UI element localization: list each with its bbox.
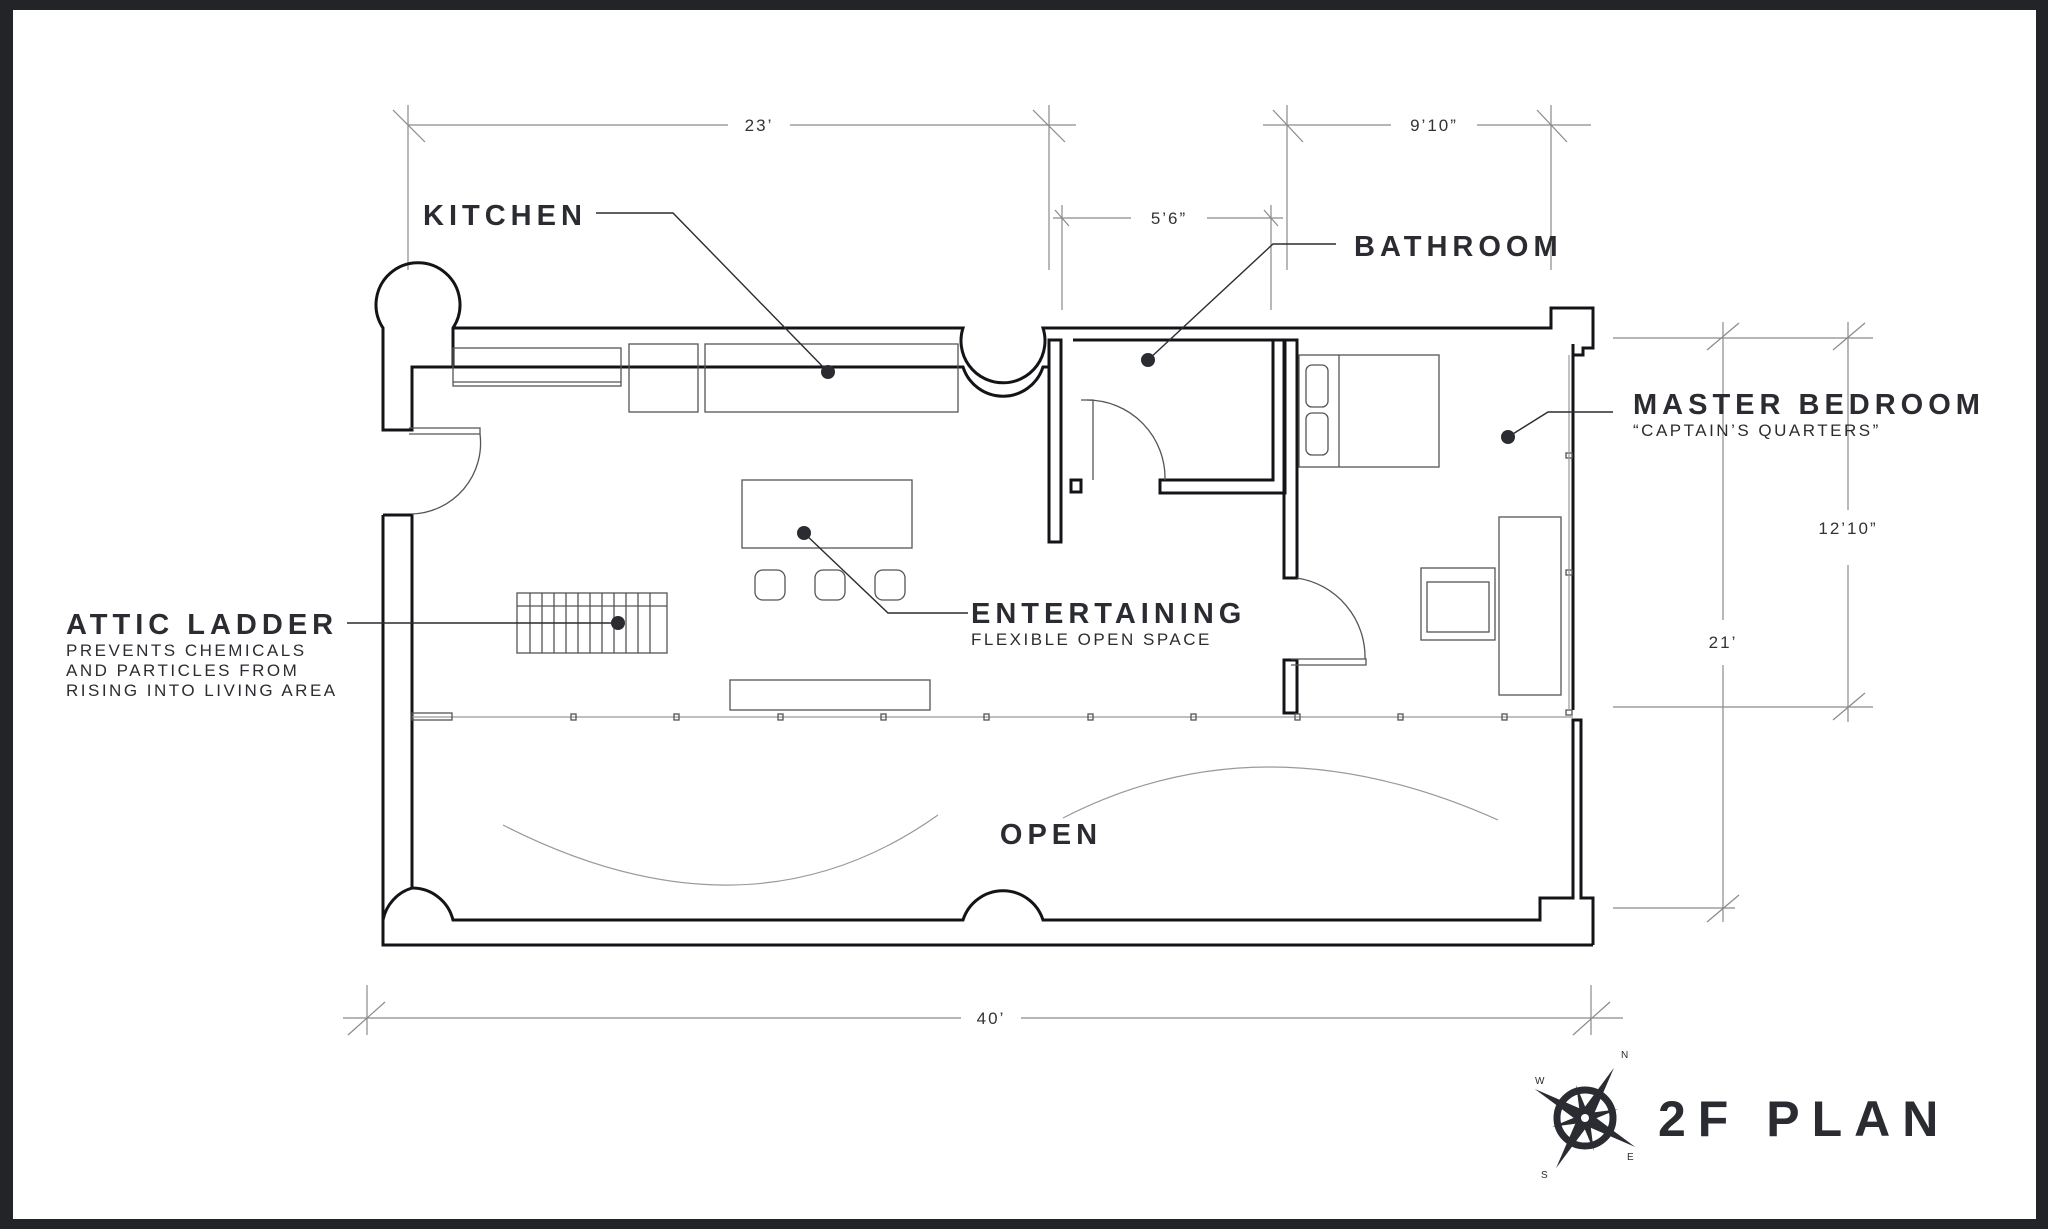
bench xyxy=(729,679,931,711)
label-open: OPEN xyxy=(1000,819,1102,851)
label-master-bedroom: MASTER BEDROOM xyxy=(1633,389,1985,421)
kitchen-island xyxy=(741,479,913,549)
label-master-bedroom-sub: “CAPTAIN’S QUARTERS” xyxy=(1633,421,1881,440)
walls xyxy=(374,261,1595,947)
label-entertaining-sub: FLEXIBLE OPEN SPACE xyxy=(971,630,1212,649)
open-area-arcs xyxy=(502,766,1499,886)
armchair xyxy=(1420,567,1496,641)
storefront-line xyxy=(411,355,1573,721)
stool xyxy=(814,569,846,601)
callout-leaders xyxy=(347,212,1613,630)
kitchen-fixtures xyxy=(452,343,959,711)
bed xyxy=(1298,354,1440,468)
doors xyxy=(409,399,1367,666)
label-entertaining: ENTERTAINING xyxy=(971,598,1246,630)
dim-9ft10in: 9’10” xyxy=(1410,116,1458,135)
compass-w: W xyxy=(1535,1076,1545,1087)
dimension-labels: 23’ 9’10” 5’6” 12’10” 21’ 40’ xyxy=(728,113,1877,1030)
label-bathroom: BATHROOM xyxy=(1354,231,1563,263)
dim-12ft10in: 12’10” xyxy=(1818,519,1877,538)
dresser xyxy=(1498,516,1562,696)
label-kitchen: KITCHEN xyxy=(423,200,587,232)
compass-s: S xyxy=(1541,1170,1548,1181)
dim-5ft6in: 5’6” xyxy=(1151,209,1187,228)
floor-plan-sheet: 23’ 9’10” 5’6” 12’10” 21’ 40’ xyxy=(13,10,2036,1219)
floor-plan-drawing: 23’ 9’10” 5’6” 12’10” 21’ 40’ xyxy=(66,105,1985,1181)
attic-ladder-note-line: PREVENTS CHEMICALS xyxy=(66,641,307,660)
dim-40ft: 40’ xyxy=(977,1009,1006,1028)
compass-n: N xyxy=(1621,1050,1628,1061)
attic-ladder-note-line: AND PARTICLES FROM xyxy=(66,661,299,680)
stool xyxy=(874,569,906,601)
dimension-lines xyxy=(343,105,1873,1036)
room-labels: KITCHEN BATHROOM MASTER BEDROOM “CAPTAIN… xyxy=(66,200,1985,851)
plan-title: 2F PLAN xyxy=(1658,1091,1950,1147)
label-attic-ladder: ATTIC LADDER xyxy=(66,609,338,641)
compass-icon: N E S W xyxy=(1534,1050,1636,1181)
dim-23ft: 23’ xyxy=(745,116,774,135)
compass-e: E xyxy=(1627,1152,1634,1163)
stool xyxy=(754,569,786,601)
dim-21ft: 21’ xyxy=(1709,633,1738,652)
bedroom-furniture xyxy=(1298,354,1562,696)
attic-ladder-note-line: RISING INTO LIVING AREA xyxy=(66,681,338,700)
